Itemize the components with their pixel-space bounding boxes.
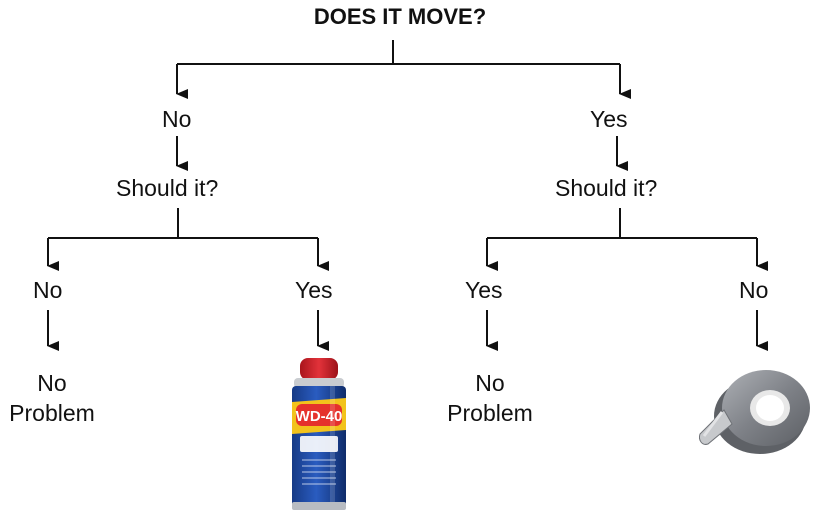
right-left-answer-yes: Yes — [465, 277, 503, 303]
diagram-title: DOES IT MOVE? — [313, 4, 487, 29]
right-answer-yes: Yes — [590, 106, 628, 132]
wd40-label: WD-40 — [296, 408, 343, 425]
left-left-answer-no: No — [33, 277, 63, 303]
wd40-spray-can-icon: WD-40 — [292, 358, 346, 510]
left-question: Should it? — [116, 175, 219, 201]
right-question: Should it? — [555, 175, 658, 201]
left-result-line1: No — [37, 370, 67, 396]
right-result-line2: Problem — [447, 400, 533, 426]
left-result-line2: Problem — [9, 400, 95, 426]
duct-tape-roll-icon — [699, 370, 810, 454]
right-result-line1: No — [475, 370, 505, 396]
left-answer-no: No — [162, 106, 192, 132]
right-right-answer-no: No — [739, 277, 769, 303]
left-right-answer-yes: Yes — [295, 277, 333, 303]
